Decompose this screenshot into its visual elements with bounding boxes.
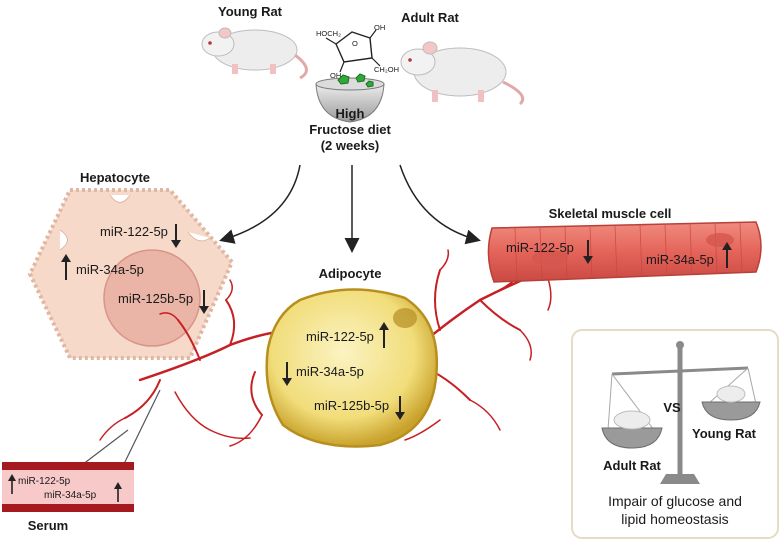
vs-label: VS xyxy=(663,400,681,415)
diet-line-1: High xyxy=(336,106,365,121)
muscle-title: Skeletal muscle cell xyxy=(549,206,672,221)
serum-connector-1 xyxy=(77,429,129,469)
ch2oh-label: CH₂OH xyxy=(374,65,399,74)
adipocyte-title: Adipocyte xyxy=(319,266,382,281)
comparison-panel: VS Adult Rat Young Rat Impair of glucose… xyxy=(571,329,779,539)
comparison-frame xyxy=(571,329,779,539)
serum-title: Serum xyxy=(28,518,68,533)
arrow-to-muscle xyxy=(399,164,481,245)
serum-vessel-top xyxy=(2,462,134,470)
adipocyte-up-arrow-1 xyxy=(379,322,389,348)
serum-up-arrow-1 xyxy=(8,474,16,494)
hepatocyte-nucleus xyxy=(103,249,201,347)
serum-mir-1: miR-122-5p xyxy=(18,476,71,487)
muscle-up-arrow-2 xyxy=(722,242,732,268)
serum-vessel-bottom xyxy=(2,504,134,512)
oh-label-1: OH xyxy=(374,23,385,32)
muscle-down-arrow-1 xyxy=(583,240,593,264)
young-rat-label: Young Rat xyxy=(218,4,283,19)
hepatocyte-up-arrow-2 xyxy=(61,254,71,280)
fructose-bowl xyxy=(315,73,385,123)
adipocyte-group: Adipocyte miR-122-5p miR-34a-5p miR-125b… xyxy=(265,266,439,448)
adult-rat-group: Adult Rat xyxy=(400,10,525,106)
hepatocyte-down-arrow-1 xyxy=(171,224,181,248)
hepatocyte-mir-2: miR-34a-5p xyxy=(76,262,144,277)
hepatocyte-mir-3: miR-125b-5p xyxy=(118,291,193,306)
comparison-right-label: Young Rat xyxy=(692,426,757,441)
fructose-structure: HOCH₂ O OH OH CH₂OH xyxy=(316,23,399,80)
caption-line-1: Impair of glucose and xyxy=(608,493,742,509)
muscle-group: Skeletal muscle cell miR-122-5p miR-34a-… xyxy=(487,206,762,283)
hepatocyte-title: Hepatocyte xyxy=(80,170,150,185)
caption-line-2: lipid homeostasis xyxy=(621,511,728,527)
arrow-to-hepatocyte xyxy=(219,164,301,244)
adult-rat-small-icon xyxy=(613,410,651,430)
muscle-mir-1: miR-122-5p xyxy=(506,240,574,255)
serum-up-arrow-2 xyxy=(114,482,122,502)
young-rat-group: Young Rat xyxy=(201,4,308,80)
serum-group: miR-122-5p miR-34a-5p Serum xyxy=(2,389,161,533)
comparison-left-label: Adult Rat xyxy=(603,458,661,473)
young-rat-small-icon xyxy=(716,385,746,403)
diet-line-2: Fructose diet xyxy=(309,122,391,137)
adipocyte-mir-3: miR-125b-5p xyxy=(314,398,389,413)
serum-mir-2: miR-34a-5p xyxy=(44,490,97,501)
ring-oxygen-label: O xyxy=(352,39,358,48)
muscle-mir-2: miR-34a-5p xyxy=(646,252,714,267)
adult-rat-icon xyxy=(400,41,525,106)
diet-line-3: (2 weeks) xyxy=(321,138,380,153)
oh-label-2: OH xyxy=(330,71,341,80)
hoch2-label: HOCH₂ xyxy=(316,29,341,38)
serum-connector-2 xyxy=(121,389,161,469)
serum-vessel-lumen xyxy=(2,470,134,504)
balance-scale-icon xyxy=(601,341,761,484)
hepatocyte-mir-1: miR-122-5p xyxy=(100,224,168,239)
young-rat-icon xyxy=(201,27,308,80)
adipocyte-cell xyxy=(265,288,439,448)
muscle-cell xyxy=(487,221,762,283)
hepatocyte-group: Hepatocyte miR-122-5p miR-34a-5p miR-125… xyxy=(27,170,235,360)
adult-rat-label: Adult Rat xyxy=(401,10,459,25)
adipocyte-mir-2: miR-34a-5p xyxy=(296,364,364,379)
adipocyte-down-arrow-2 xyxy=(282,362,292,386)
hepatocyte-down-arrow-3 xyxy=(199,290,209,314)
adipocyte-down-arrow-3 xyxy=(395,396,405,420)
adipocyte-nucleus xyxy=(393,308,417,328)
adipocyte-mir-1: miR-122-5p xyxy=(306,329,374,344)
fructose-ring xyxy=(335,31,373,63)
